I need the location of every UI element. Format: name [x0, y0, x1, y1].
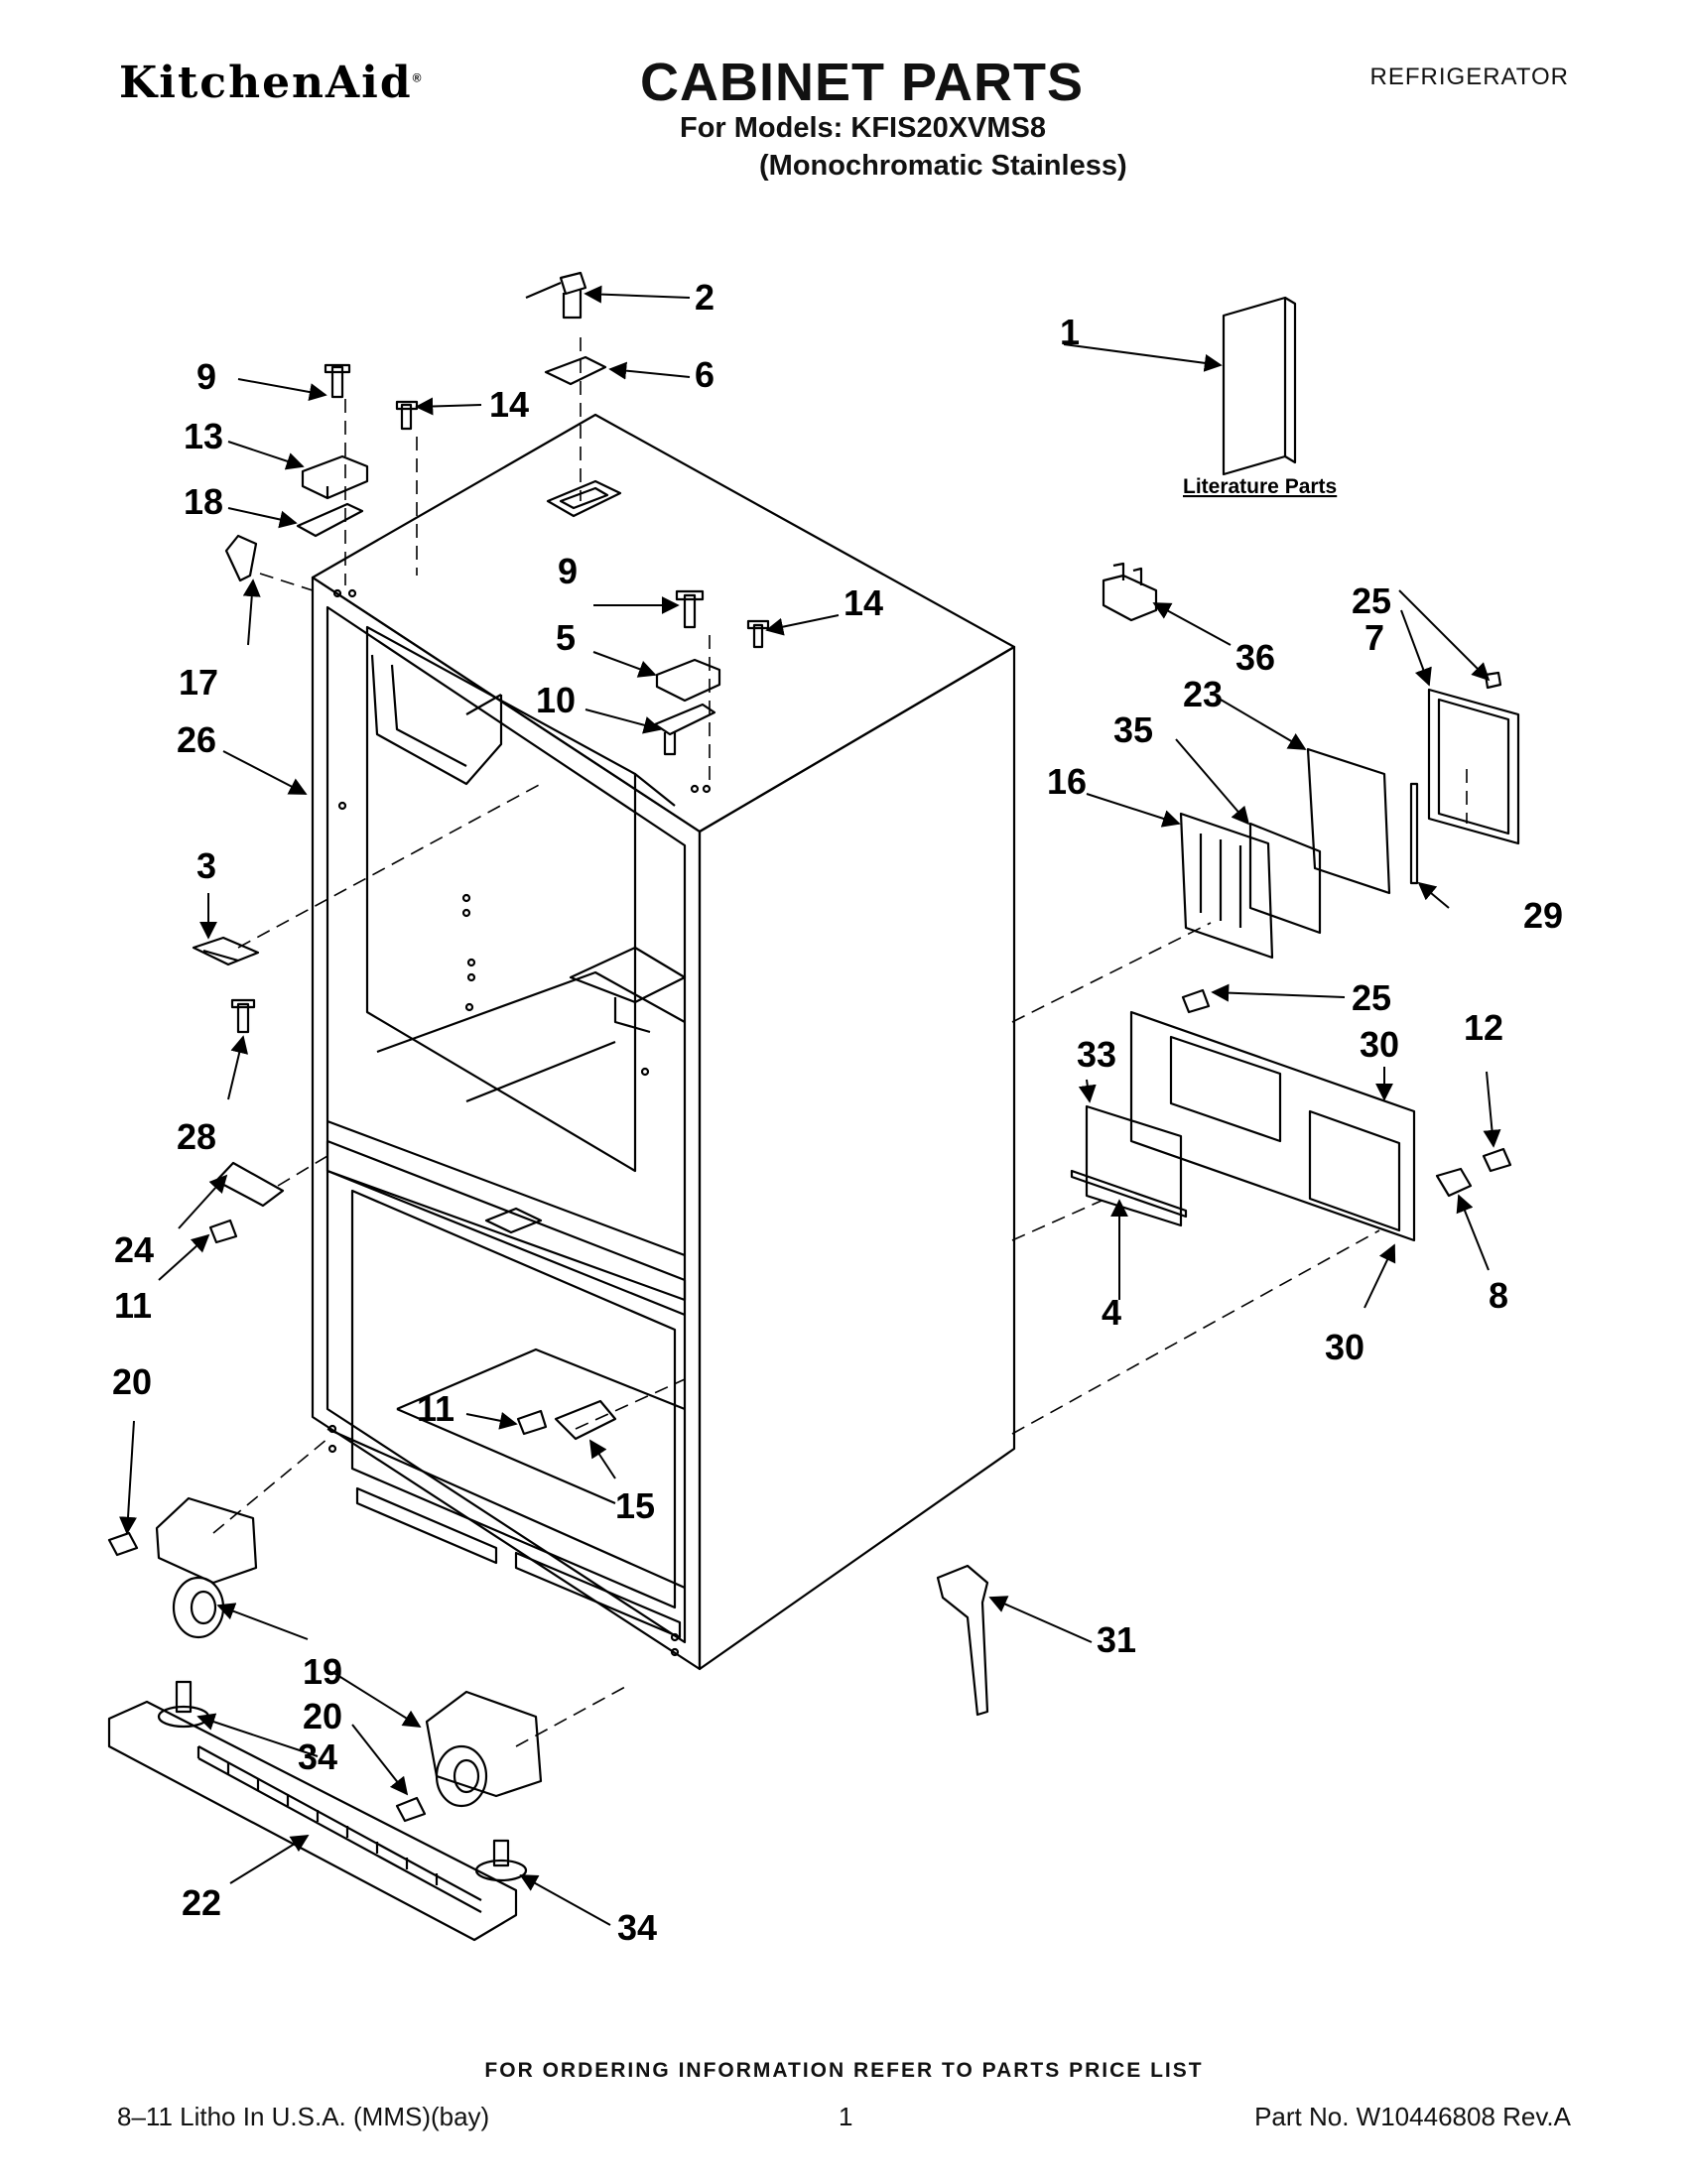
bracket-3 [192, 936, 260, 1034]
clip-8 [1435, 1147, 1512, 1198]
model-info: For Models: KFIS20XVMS8 (Monochromatic S… [680, 109, 1127, 185]
part-number: Part No. W10446808 Rev.A [1254, 2102, 1571, 2131]
access-panel-7 [1409, 671, 1520, 885]
callout-34-left: 34 [298, 1736, 337, 1777]
callout-31: 31 [1097, 1619, 1136, 1660]
callout-12: 12 [1464, 1007, 1503, 1048]
part-36 [1102, 562, 1158, 622]
registered-mark: ® [412, 70, 422, 85]
callout-25-center: 25 [1352, 977, 1391, 1018]
callout-5: 5 [556, 617, 576, 658]
control-box-assembly [1179, 747, 1391, 960]
base-grille-22 [107, 1700, 518, 1942]
callout-15: 15 [615, 1485, 655, 1526]
callout-17: 17 [179, 662, 218, 703]
bracket-17 [224, 534, 258, 582]
water-inlet [525, 271, 622, 518]
callout-36: 36 [1235, 637, 1275, 678]
callout-23: 23 [1183, 674, 1223, 714]
callout-33: 33 [1077, 1034, 1116, 1075]
callout-30-top: 30 [1360, 1024, 1399, 1065]
callout-20-right: 20 [303, 1696, 342, 1736]
callout-8: 8 [1489, 1275, 1508, 1316]
callout-9-top: 9 [196, 356, 216, 397]
callout-25-top: 25 [1352, 580, 1391, 621]
callout-9-center: 9 [558, 551, 578, 591]
callout-6: 6 [695, 354, 714, 395]
callout-30-bottom: 30 [1325, 1327, 1364, 1367]
top-hinge-left [296, 363, 419, 538]
brand-name: KitchenAid [119, 58, 413, 108]
model-variant: (Monochromatic Stainless) [759, 150, 1127, 182]
screw-25 [1181, 988, 1211, 1014]
callout-13: 13 [184, 416, 223, 456]
strip-4 [1070, 1169, 1188, 1219]
literature-parts-label: Literature Parts [1183, 475, 1337, 498]
callout-16: 16 [1047, 761, 1087, 802]
page-number: 1 [839, 2102, 853, 2131]
callout-14-center: 14 [844, 582, 883, 623]
models-label: For Models: KFIS20XVMS8 [680, 112, 1047, 144]
callout-19: 19 [303, 1651, 342, 1692]
callout-11-left: 11 [114, 1285, 152, 1326]
filter-33 [1085, 1104, 1183, 1227]
callout-29: 29 [1523, 895, 1563, 936]
top-hinge-center [653, 589, 770, 756]
callout-1: 1 [1060, 312, 1080, 352]
callout-20-left: 20 [112, 1361, 152, 1402]
callout-11-center: 11 [417, 1388, 454, 1429]
bracket-24 [208, 1161, 285, 1244]
callout-35: 35 [1113, 709, 1153, 750]
page-title: CABINET PARTS [640, 53, 1085, 112]
part-31 [936, 1564, 989, 1717]
callout-14-top: 14 [489, 384, 529, 425]
callout-3: 3 [196, 845, 216, 886]
rear-cover-30 [1129, 1010, 1416, 1242]
callout-4: 4 [1102, 1292, 1121, 1333]
callout-26: 26 [177, 719, 216, 760]
callout-28: 28 [177, 1116, 216, 1157]
callout-34-right: 34 [617, 1907, 657, 1948]
roller-assembly-right [395, 1690, 543, 1882]
cabinet-body [311, 413, 1016, 1671]
brand-logo: KitchenAid® [119, 58, 422, 108]
roller-assembly-left [107, 1496, 258, 1729]
litho-info: 8–11 Litho In U.S.A. (MMS)(bay) [117, 2102, 490, 2131]
callout-10: 10 [536, 680, 576, 720]
callout-7: 7 [1364, 617, 1384, 658]
callout-24: 24 [114, 1229, 154, 1270]
lower-hinge-15 [516, 1399, 617, 1441]
literature-binder [1222, 296, 1297, 476]
callout-22: 22 [182, 1882, 221, 1923]
callout-2: 2 [695, 277, 714, 318]
product-type: REFRIGERATOR [1369, 64, 1569, 90]
ordering-note: FOR ORDERING INFORMATION REFER TO PARTS … [484, 2059, 1204, 2082]
callout-18: 18 [184, 481, 223, 522]
